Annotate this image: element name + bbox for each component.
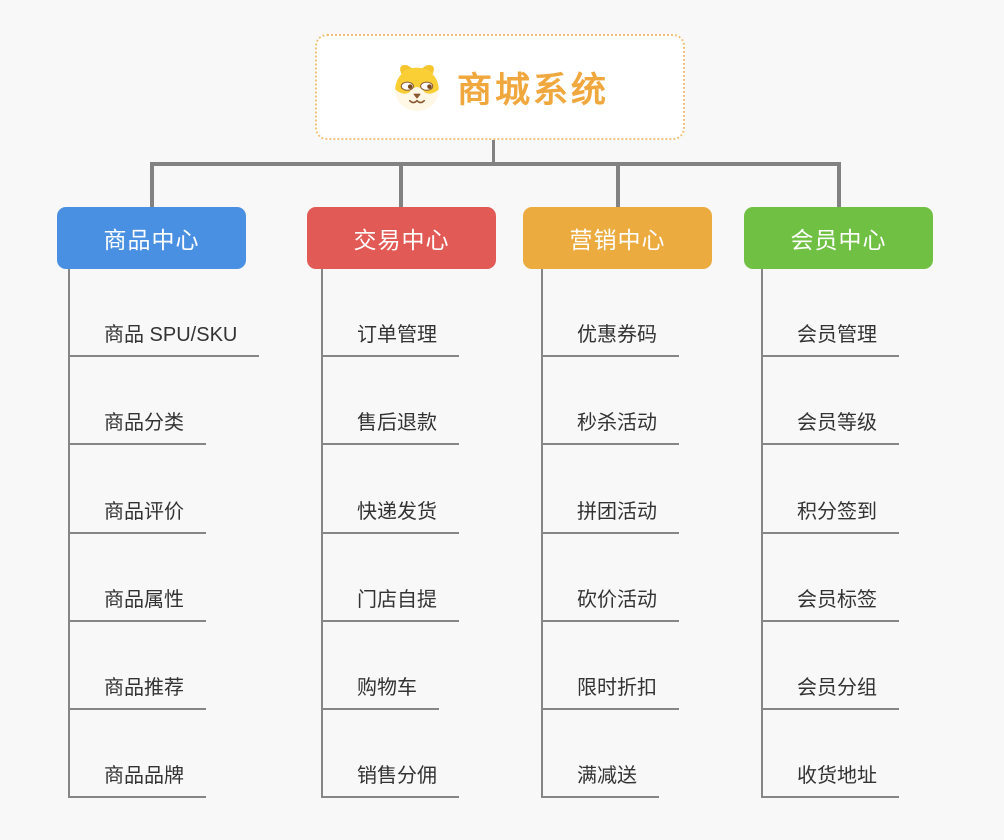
sub-item-label: 会员管理 bbox=[763, 318, 899, 358]
sub-item[interactable]: 商品 SPU/SKU bbox=[70, 269, 260, 358]
connector-drop-member bbox=[837, 162, 841, 207]
sub-item[interactable]: 优惠券码 bbox=[543, 269, 679, 358]
sub-item[interactable]: 满减送 bbox=[543, 710, 679, 799]
sub-item-label: 优惠券码 bbox=[543, 318, 679, 358]
sub-item[interactable]: 销售分佣 bbox=[323, 710, 459, 799]
branch-items-product: 商品 SPU/SKU 商品分类商品评价商品属性商品推荐商品品牌 bbox=[68, 269, 260, 799]
sub-item[interactable]: 购物车 bbox=[323, 622, 459, 710]
sub-item-label: 商品推荐 bbox=[70, 671, 206, 710]
sub-item[interactable]: 售后退款 bbox=[323, 357, 459, 446]
sub-item-label: 收货地址 bbox=[763, 759, 899, 799]
sub-item-label: 商品 SPU/SKU bbox=[70, 318, 260, 358]
sub-item-label: 会员标签 bbox=[763, 583, 899, 622]
sub-item-label: 购物车 bbox=[323, 671, 439, 710]
branch-header-marketing[interactable]: 营销中心 bbox=[523, 207, 712, 269]
connector-bus bbox=[150, 162, 840, 166]
dog-face-icon bbox=[391, 62, 443, 112]
connector-drop-marketing bbox=[616, 162, 620, 207]
sub-item-label: 商品属性 bbox=[70, 583, 206, 622]
sub-item[interactable]: 商品品牌 bbox=[70, 710, 259, 799]
sub-item-label: 订单管理 bbox=[323, 318, 459, 358]
sub-item[interactable]: 砍价活动 bbox=[543, 534, 679, 622]
connector-root-stem bbox=[492, 140, 495, 166]
sub-item-label: 快递发货 bbox=[323, 495, 459, 534]
sub-item[interactable]: 会员等级 bbox=[763, 357, 899, 446]
sub-item[interactable]: 收货地址 bbox=[763, 710, 899, 799]
sub-item-label: 商品分类 bbox=[70, 406, 206, 446]
sub-item[interactable]: 快递发货 bbox=[323, 445, 459, 534]
sub-item[interactable]: 限时折扣 bbox=[543, 622, 679, 710]
sub-item-label: 会员等级 bbox=[763, 406, 899, 446]
sub-item-label: 门店自提 bbox=[323, 583, 459, 622]
branch-items-marketing: 优惠券码秒杀活动拼团活动砍价活动限时折扣满减送 bbox=[541, 269, 679, 799]
connector-drop-product bbox=[150, 162, 154, 207]
sub-item[interactable]: 订单管理 bbox=[323, 269, 459, 358]
sub-item-label: 满减送 bbox=[543, 759, 659, 799]
branch-header-label: 商品中心 bbox=[103, 227, 200, 253]
branch-header-member[interactable]: 会员中心 bbox=[744, 207, 933, 269]
sub-item[interactable]: 商品分类 bbox=[70, 357, 259, 446]
sub-item[interactable]: 积分签到 bbox=[763, 445, 899, 534]
sub-item[interactable]: 会员标签 bbox=[763, 534, 899, 622]
sub-item-label: 销售分佣 bbox=[323, 759, 459, 799]
sub-item-label: 会员分组 bbox=[763, 671, 899, 710]
sub-item[interactable]: 会员分组 bbox=[763, 622, 899, 710]
root-title: 商城系统 bbox=[456, 70, 609, 110]
sub-item-label: 积分签到 bbox=[763, 495, 899, 534]
sub-item[interactable]: 拼团活动 bbox=[543, 445, 679, 534]
sub-item-label: 商品评价 bbox=[70, 495, 206, 534]
sub-item[interactable]: 商品评价 bbox=[70, 445, 259, 534]
connector-drop-trade bbox=[399, 162, 403, 207]
root-node[interactable]: 商城系统 bbox=[315, 34, 685, 140]
branch-items-trade: 订单管理售后退款快递发货门店自提购物车销售分佣 bbox=[321, 269, 459, 799]
sub-item[interactable]: 商品属性 bbox=[70, 534, 259, 622]
sub-item[interactable]: 会员管理 bbox=[763, 269, 899, 358]
branch-header-label: 会员中心 bbox=[790, 227, 887, 253]
sub-item-label: 限时折扣 bbox=[543, 671, 679, 710]
branch-header-label: 营销中心 bbox=[569, 227, 666, 253]
sub-item-label: 售后退款 bbox=[323, 406, 459, 446]
branch-items-member: 会员管理会员等级积分签到会员标签会员分组收货地址 bbox=[761, 269, 899, 799]
sub-item[interactable]: 秒杀活动 bbox=[543, 357, 679, 446]
sub-item-label: 秒杀活动 bbox=[543, 406, 679, 446]
sub-item[interactable]: 商品推荐 bbox=[70, 622, 259, 710]
branch-header-label: 交易中心 bbox=[353, 227, 450, 253]
sub-item[interactable]: 门店自提 bbox=[323, 534, 459, 622]
sub-item-label: 拼团活动 bbox=[543, 495, 679, 534]
sub-item-label: 砍价活动 bbox=[543, 583, 679, 622]
branch-header-trade[interactable]: 交易中心 bbox=[307, 207, 496, 269]
sub-item-label: 商品品牌 bbox=[70, 759, 206, 799]
branch-header-product[interactable]: 商品中心 bbox=[57, 207, 246, 269]
